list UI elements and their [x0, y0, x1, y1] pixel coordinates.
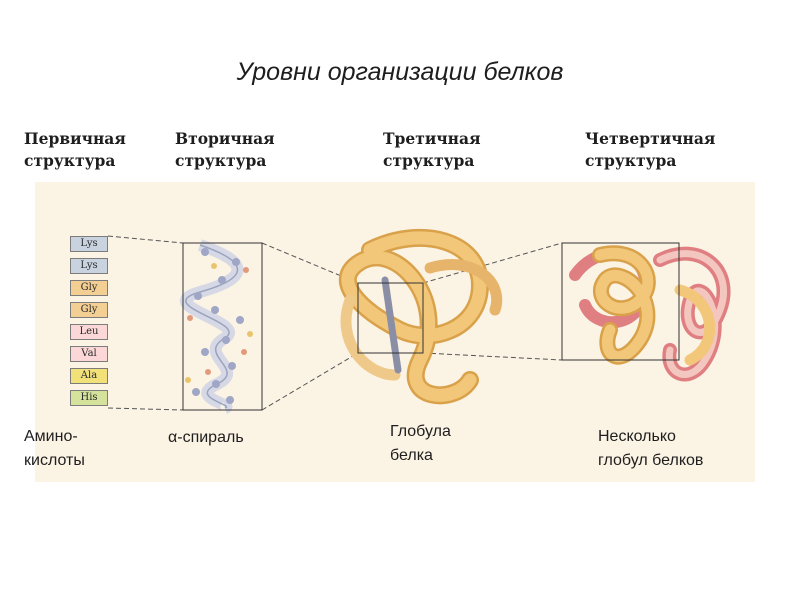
amino-acid-label: His	[80, 392, 98, 403]
heading-tertiary-line1: Третичная	[383, 129, 481, 148]
quaternary-zoom-frame	[561, 242, 680, 361]
heading-secondary-line2: структура	[175, 151, 267, 170]
globule-zoom-frame	[357, 282, 424, 354]
amino-acid-box: Gly	[70, 280, 108, 296]
caption-several-line2: глобул белков	[598, 452, 704, 469]
amino-acid-box: Leu	[70, 324, 108, 340]
amino-acid-box: Lys	[70, 258, 108, 274]
heading-tertiary-line2: структура	[383, 151, 475, 170]
amino-acid-box: Val	[70, 346, 108, 362]
heading-secondary-line1: Вторичная	[175, 129, 275, 148]
amino-acid-label: Lys	[80, 238, 98, 249]
amino-acid-label: Gly	[80, 304, 98, 315]
connector-lines	[107, 235, 563, 411]
several-globules-illustration	[569, 245, 731, 382]
caption-protein-globule: Глобула белка	[390, 420, 451, 468]
heading-quaternary-line1: Четвертичная	[585, 129, 716, 148]
amino-acid-box: Lys	[70, 236, 108, 252]
caption-globule-line2: белка	[390, 447, 433, 464]
amino-acid-box: His	[70, 390, 108, 406]
amino-acid-label: Val	[81, 348, 97, 359]
heading-quaternary-structure: Четвертичная структура	[585, 128, 715, 172]
protein-globule-illustration	[338, 228, 503, 405]
caption-alpha-helix: α-спираль	[168, 429, 244, 446]
heading-primary-line1: Первичная	[24, 129, 126, 148]
amino-acid-box: Ala	[70, 368, 108, 384]
caption-amino-line1: Амино-	[24, 428, 78, 445]
heading-primary-structure: Первичная структура	[24, 128, 126, 172]
caption-several-globules: Несколько глобул белков	[598, 425, 703, 473]
diagram-title: Уровни организации белков	[236, 58, 564, 86]
helix-zoom-frame	[182, 242, 263, 411]
alpha-helix-illustration	[179, 239, 253, 414]
caption-globule-line1: Глобула	[390, 423, 451, 440]
amino-acid-label: Gly	[80, 282, 98, 293]
heading-quaternary-line2: структура	[585, 151, 677, 170]
heading-primary-line2: структура	[24, 151, 116, 170]
amino-acid-box: Gly	[70, 302, 108, 318]
amino-acid-label: Lys	[80, 260, 98, 271]
caption-amino-acids: Амино- кислоты	[24, 425, 85, 473]
heading-tertiary-structure: Третичная структура	[383, 128, 481, 172]
amino-acid-label: Ala	[80, 370, 98, 381]
caption-several-line1: Несколько	[598, 428, 676, 445]
heading-secondary-structure: Вторичная структура	[175, 128, 275, 172]
amino-acid-label: Leu	[79, 326, 99, 337]
caption-amino-line2: кислоты	[24, 452, 85, 469]
